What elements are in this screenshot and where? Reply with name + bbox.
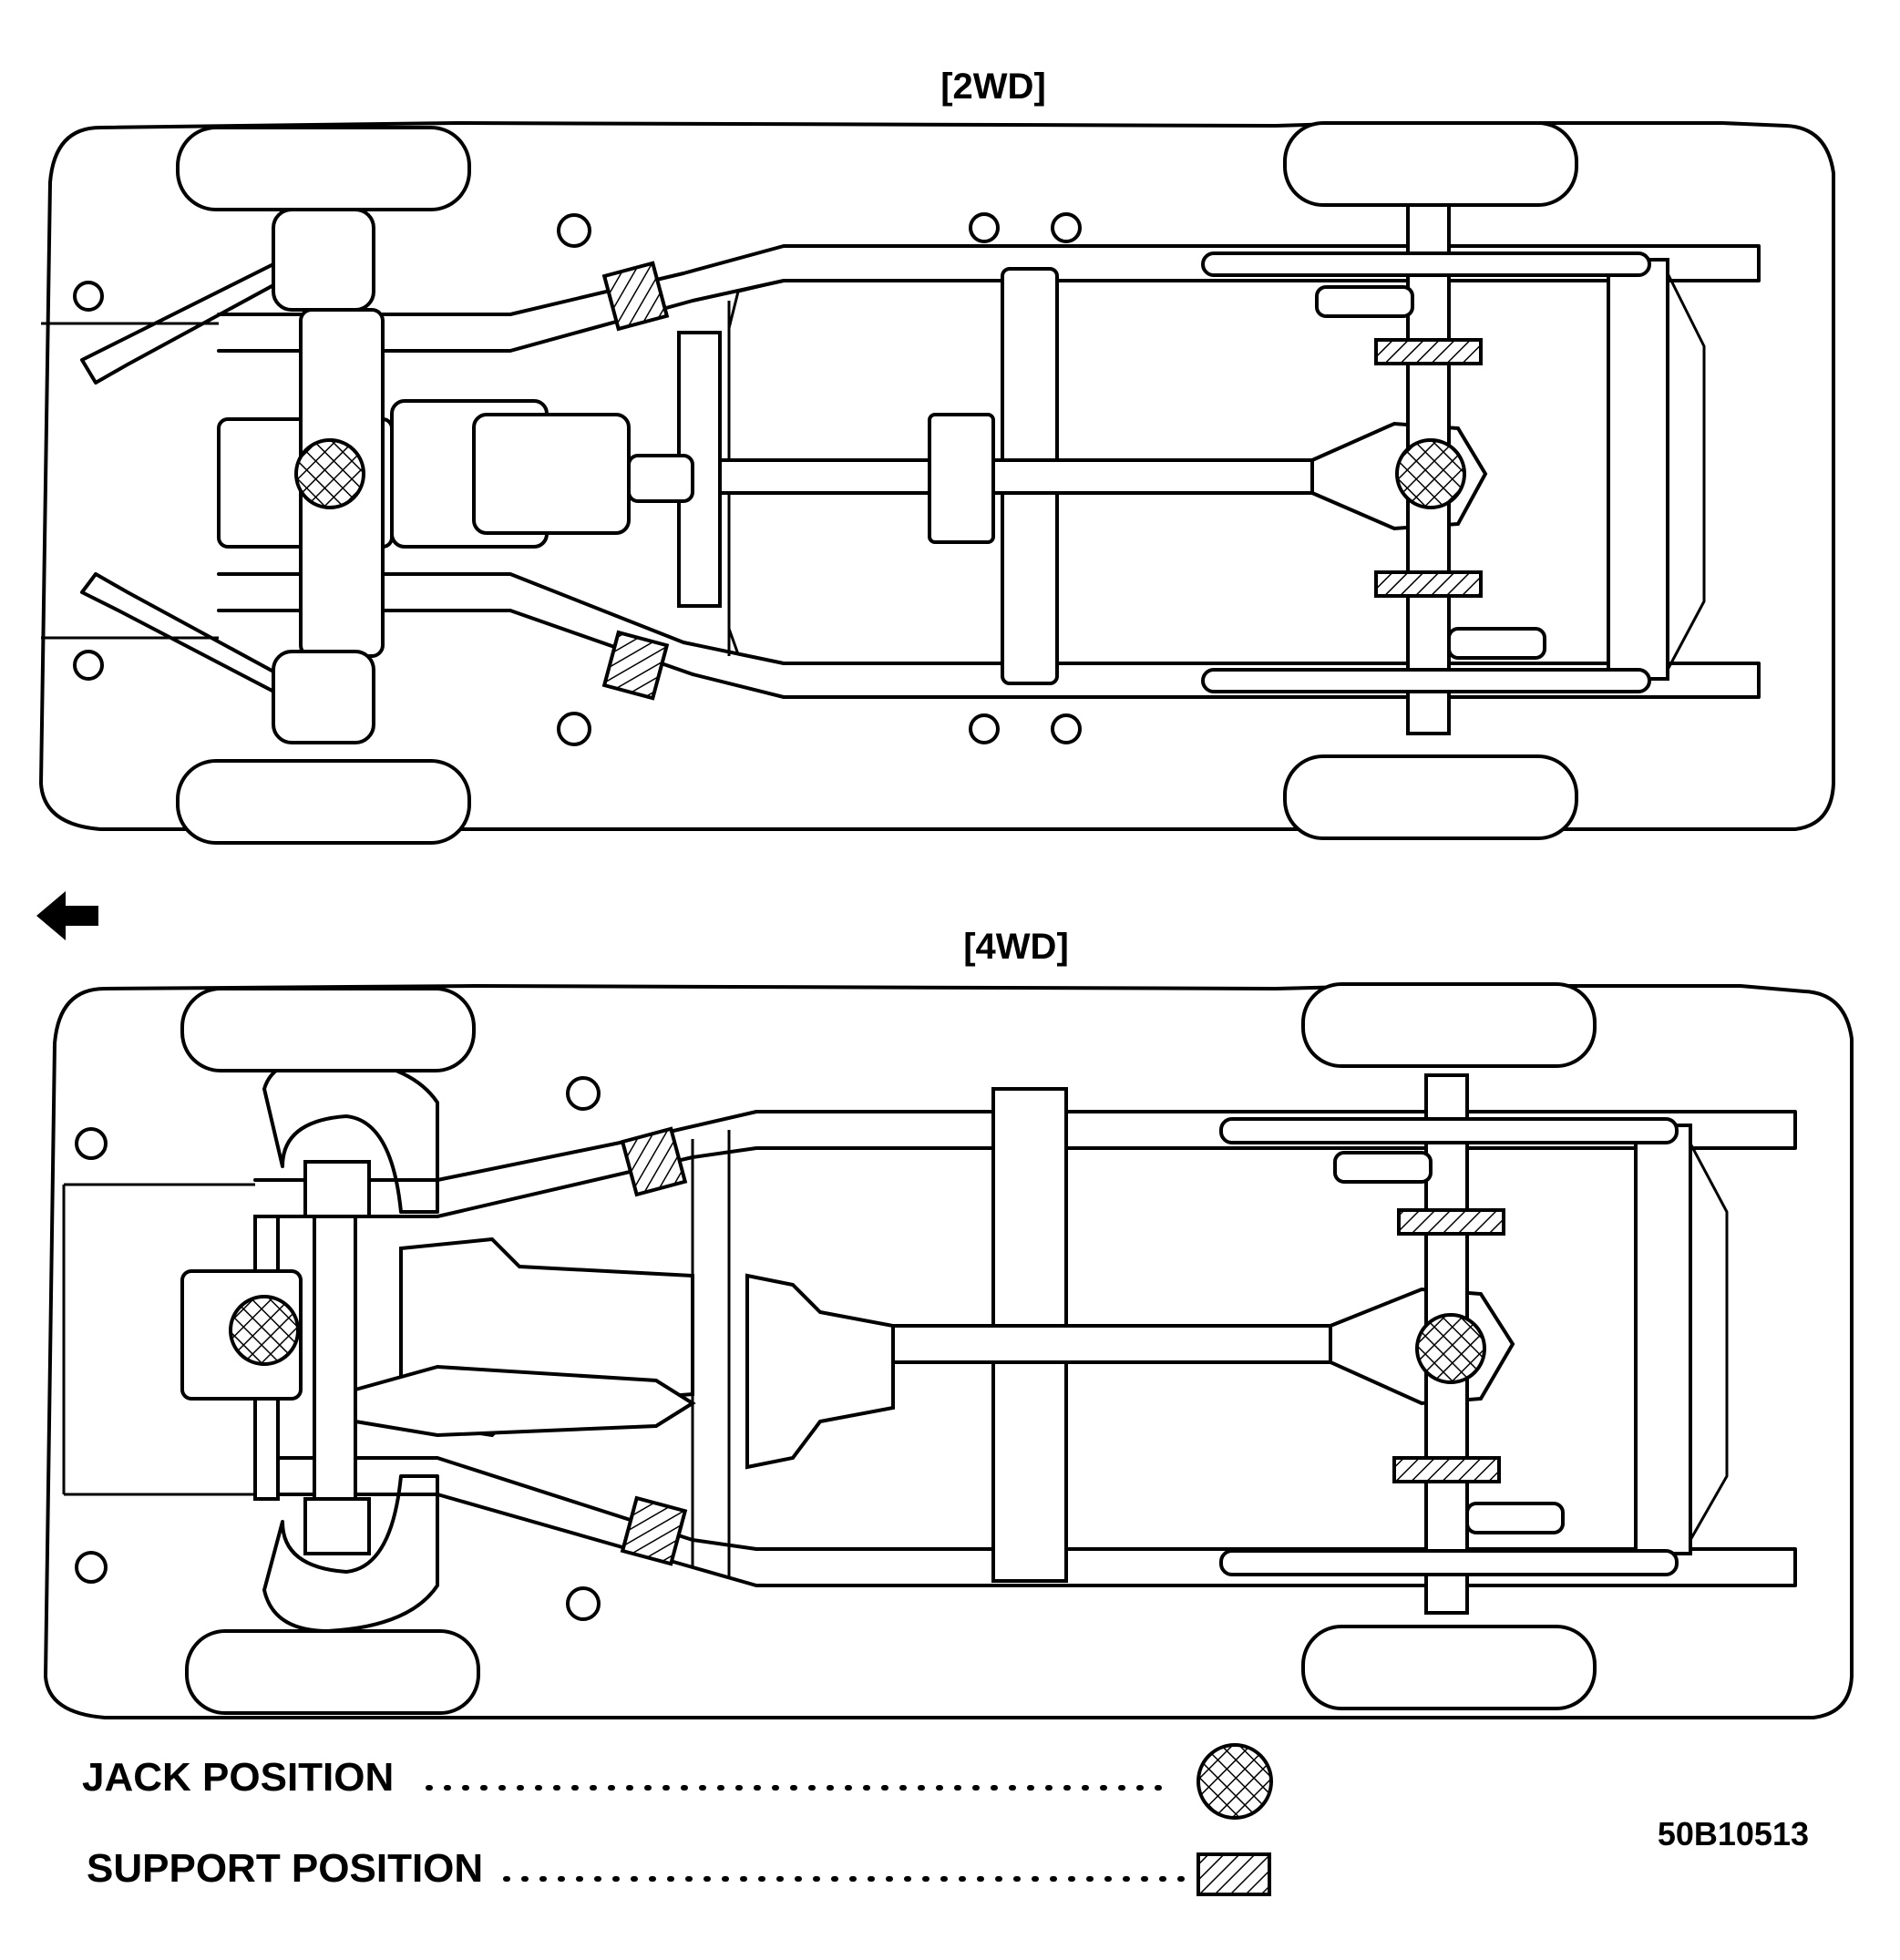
support-point-front-left [620,1126,688,1197]
support-point-rear-right [1374,570,1483,598]
jack-point-front [294,438,365,509]
body-outline [39,121,1835,831]
front-right-knuckle [272,650,375,744]
right-leaf-spring [1219,1549,1679,1576]
wheel-rear-right [1301,1625,1597,1710]
left-frame-rail [217,244,1761,353]
mount-body-4 [1051,713,1082,744]
support-point-front-left [601,261,670,332]
figure-code: 50B10513 [1658,1815,1809,1852]
support-point-front-right [601,630,670,701]
left-frame-rail [253,1110,1797,1218]
shock-absorber-left [1315,285,1414,318]
front-axle-tube [313,1215,357,1501]
jack-point-rear [1415,1313,1486,1384]
bottom-view-title: [4WD] [963,927,1069,967]
body-outline [44,984,1854,1719]
jack-point-front [229,1295,300,1366]
center-bearing [928,413,995,544]
vehicle-2wd-underbody [39,121,1835,845]
wheel-front-right [176,759,471,845]
rear-frame-end [1689,1143,1729,1541]
mount-mid-right [557,712,591,746]
legend-jack-symbol [1196,1743,1273,1820]
mount-body-3 [969,713,1000,744]
top-view-title: [2WD] [940,67,1046,107]
support-point-rear-right [1392,1456,1501,1483]
wheel-rear-right [1283,754,1578,840]
tail-housing [627,454,694,503]
wheel-front-left [180,987,476,1072]
front-left-knuckle [272,208,375,312]
right-frame-rail [253,1456,1797,1587]
left-arrow-icon [36,891,98,940]
support-point-front-right [620,1495,688,1566]
left-leaf-spring [1219,1117,1679,1144]
legend: JACK POSITION SUPPORT POSITION [82,1743,1273,1896]
front-propeller-shaft [354,1364,696,1438]
mount-front-left [73,281,104,312]
mount-front-right [75,1551,108,1584]
wheel-front-right [185,1629,480,1715]
shock-absorber-left [1333,1151,1433,1184]
mount-body-1 [969,212,1000,243]
support-point-rear-left [1374,338,1483,365]
left-leaf-spring [1201,251,1651,277]
vehicle-4wd-underbody [44,982,1854,1719]
shock-absorber-right [1465,1502,1565,1534]
front-right-knuckle [303,1497,371,1555]
frame-inner-line-left [691,1130,731,1576]
legend-support-symbol [1196,1852,1271,1896]
transfer-housing [472,413,631,535]
frame-inner-line-right [727,279,785,665]
rear-propeller-shaft [891,1324,1332,1364]
wheel-rear-left [1283,121,1578,207]
transfer-case [745,1273,895,1470]
front-propeller-shaft [718,458,931,495]
mount-mid-left [566,1076,601,1111]
mount-body-2 [1051,212,1082,243]
wheel-front-left [176,126,471,211]
rear-propeller-shaft [991,458,1314,495]
mount-mid-left [557,213,591,248]
mount-mid-right [566,1586,601,1621]
mount-front-right [73,650,104,681]
rear-crossmember [1607,258,1669,681]
front-left-knuckle [303,1160,371,1218]
jack-point-rear [1395,438,1466,509]
mount-front-left [75,1127,108,1160]
front-bumper-line [62,1183,255,1496]
support-point-rear-left [1397,1208,1505,1236]
legend-support-label: SUPPORT POSITION [87,1846,483,1891]
rear-crossmember [1634,1124,1692,1555]
right-frame-rail [217,572,1761,699]
legend-jack-label: JACK POSITION [82,1755,394,1800]
front-bumper-line [41,322,219,640]
rear-frame-end [1666,272,1706,671]
shock-absorber-right [1447,627,1546,660]
wheel-rear-left [1301,982,1597,1068]
right-leaf-spring [1201,668,1651,693]
